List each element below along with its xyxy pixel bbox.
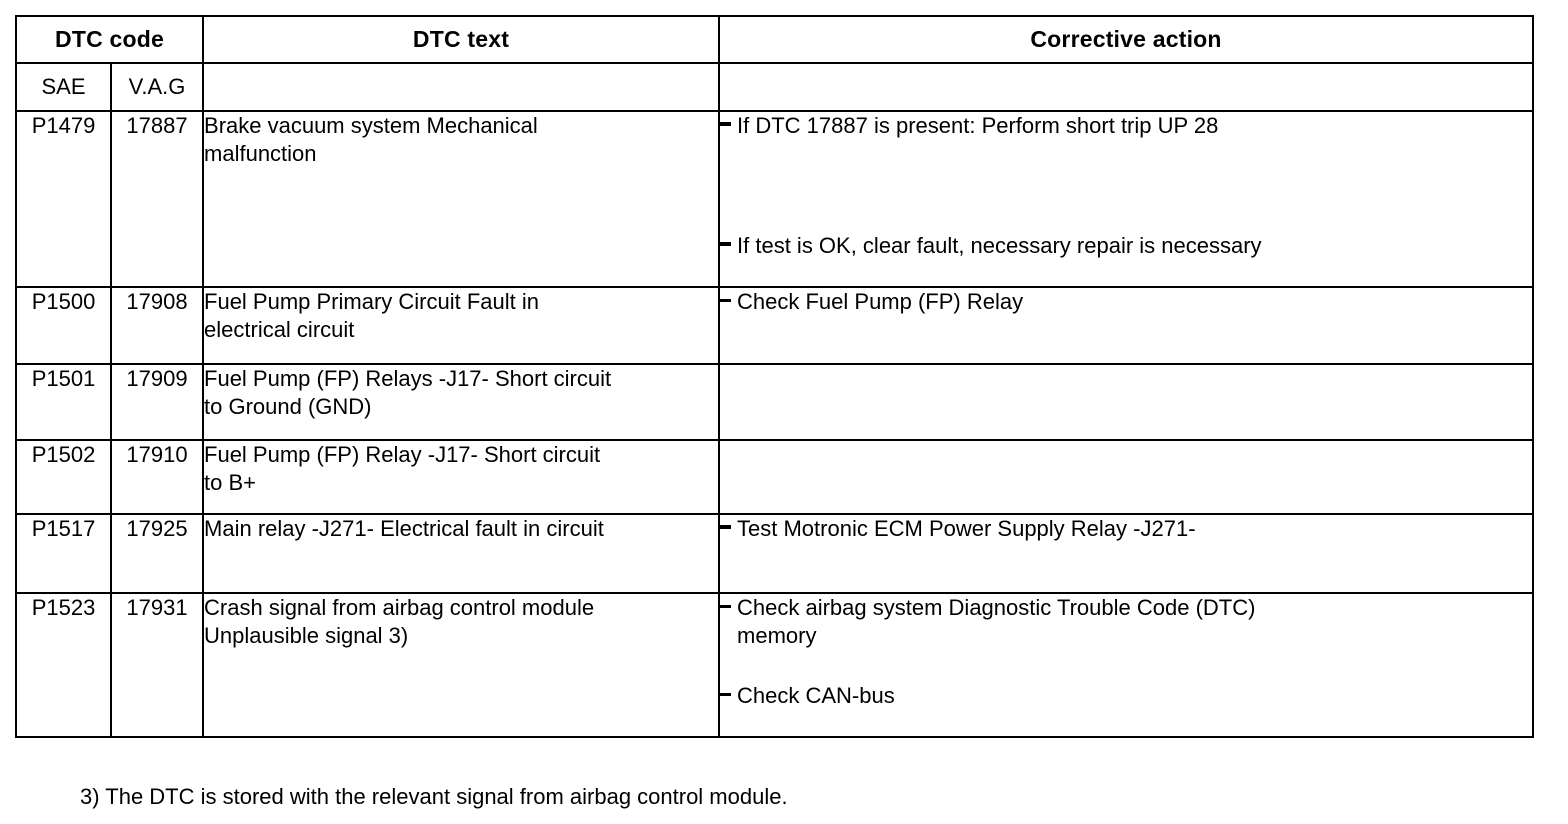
action-bullet-item: Check Fuel Pump (FP) Relay (720, 288, 1532, 316)
cell-dtc-text: Main relay -J271- Electrical fault in ci… (202, 513, 721, 594)
footnote-text: 3) The DTC is stored with the relevant s… (80, 784, 788, 809)
header-dtc-text: DTC text (202, 15, 721, 64)
dtc-text-line: Unplausible signal 3) (204, 623, 409, 648)
dtc-text-line: Fuel Pump Primary Circuit Fault in (204, 289, 539, 314)
header-dtc-text-sub (202, 62, 721, 112)
action-bullet-item: If test is OK, clear fault, necessary re… (720, 232, 1532, 260)
dtc-text-line: malfunction (204, 141, 317, 166)
header-vag: V.A.G (109, 62, 205, 112)
dash-bullet-icon (720, 299, 732, 302)
action-line: If test is OK, clear fault, necessary re… (737, 233, 1262, 258)
cell-corrective-action: Check airbag system Diagnostic Trouble C… (718, 592, 1535, 738)
cell-vag: 17887 (109, 110, 205, 288)
cell-sae: P1479 (15, 110, 112, 288)
action-line: If DTC 17887 is present: Perform short t… (737, 113, 1219, 138)
dtc-text-line: Fuel Pump (FP) Relay -J17- Short circuit (204, 442, 601, 467)
cell-sae: P1501 (15, 363, 112, 441)
table-row: P1501 17909 Fuel Pump (FP) Relays -J17- … (15, 363, 1535, 441)
table-row: P1517 17925 Main relay -J271- Electrical… (15, 513, 1535, 594)
dtc-text-line: Main relay -J271- Electrical fault in ci… (204, 516, 604, 541)
action-bullet-item: If DTC 17887 is present: Perform short t… (720, 112, 1532, 140)
header-sae: SAE (15, 62, 112, 112)
action-bullet-text: Check CAN-bus (737, 682, 1532, 710)
cell-corrective-action: Test Motronic ECM Power Supply Relay -J2… (718, 513, 1535, 594)
cell-vag: 17909 (109, 363, 205, 441)
cell-vag: 17925 (109, 513, 205, 594)
header-corrective-action-sub (718, 62, 1535, 112)
cell-dtc-text: Brake vacuum system Mechanical malfuncti… (202, 110, 721, 288)
action-line: Check CAN-bus (737, 683, 895, 708)
dash-bullet-icon (720, 605, 732, 608)
table-row: P1479 17887 Brake vacuum system Mechanic… (15, 110, 1535, 288)
action-bullet-text: Check Fuel Pump (FP) Relay (737, 288, 1532, 316)
cell-vag: 17908 (109, 286, 205, 365)
table-header-row-primary: DTC code DTC text Corrective action (14, 15, 1535, 64)
table-header-row-secondary: SAE V.A.G (15, 62, 1535, 112)
dtc-text-line: Fuel Pump (FP) Relays -J17- Short circui… (204, 366, 612, 391)
dtc-text-line: to Ground (GND) (204, 394, 372, 419)
action-line: Check airbag system Diagnostic Trouble C… (737, 595, 1256, 620)
action-spacer (720, 650, 1532, 682)
action-line: memory (737, 623, 817, 648)
cell-dtc-text: Fuel Pump Primary Circuit Fault in elect… (202, 286, 721, 365)
dtc-text-line: electrical circuit (204, 317, 355, 342)
action-spacer (720, 140, 1532, 232)
dash-bullet-icon (720, 122, 732, 126)
dash-bullet-icon (720, 693, 732, 696)
cell-sae: P1502 (15, 439, 112, 515)
cell-vag: 17931 (109, 592, 205, 738)
dash-bullet-icon (720, 525, 732, 529)
action-bullet-item: Test Motronic ECM Power Supply Relay -J2… (720, 515, 1532, 543)
cell-dtc-text: Fuel Pump (FP) Relay -J17- Short circuit… (202, 439, 721, 515)
cell-dtc-text: Fuel Pump (FP) Relays -J17- Short circui… (202, 363, 721, 441)
action-bullet-text: Test Motronic ECM Power Supply Relay -J2… (737, 515, 1532, 543)
action-bullet-item: Check airbag system Diagnostic Trouble C… (720, 594, 1532, 650)
action-line: Test Motronic ECM Power Supply Relay -J2… (737, 516, 1196, 541)
action-bullet-item: Check CAN-bus (720, 682, 1532, 710)
cell-sae: P1523 (15, 592, 112, 738)
action-bullet-text: Check airbag system Diagnostic Trouble C… (737, 594, 1532, 650)
header-dtc-code: DTC code (14, 15, 205, 64)
table-row: P1500 17908 Fuel Pump Primary Circuit Fa… (15, 286, 1535, 365)
action-bullet-text: If test is OK, clear fault, necessary re… (737, 232, 1532, 260)
action-bullet-text: If DTC 17887 is present: Perform short t… (737, 112, 1532, 140)
cell-corrective-action: If DTC 17887 is present: Perform short t… (718, 110, 1535, 288)
dtc-text-line: to B+ (204, 470, 256, 495)
cell-dtc-text: Crash signal from airbag control module … (202, 592, 721, 738)
cell-corrective-action (718, 439, 1535, 515)
table-row: P1523 17931 Crash signal from airbag con… (15, 592, 1535, 738)
action-line: Check Fuel Pump (FP) Relay (737, 289, 1024, 314)
cell-sae: P1517 (15, 513, 112, 594)
cell-corrective-action (718, 363, 1535, 441)
dash-bullet-icon (720, 242, 732, 246)
dtc-text-line: Brake vacuum system Mechanical (204, 113, 538, 138)
cell-corrective-action: Check Fuel Pump (FP) Relay (718, 286, 1535, 365)
dtc-table: DTC code DTC text Corrective action SAE … (14, 15, 1535, 738)
header-corrective-action: Corrective action (718, 15, 1535, 64)
cell-sae: P1500 (15, 286, 112, 365)
dtc-text-line: Crash signal from airbag control module (204, 595, 595, 620)
cell-vag: 17910 (109, 439, 205, 515)
table-row: P1502 17910 Fuel Pump (FP) Relay -J17- S… (15, 439, 1535, 515)
